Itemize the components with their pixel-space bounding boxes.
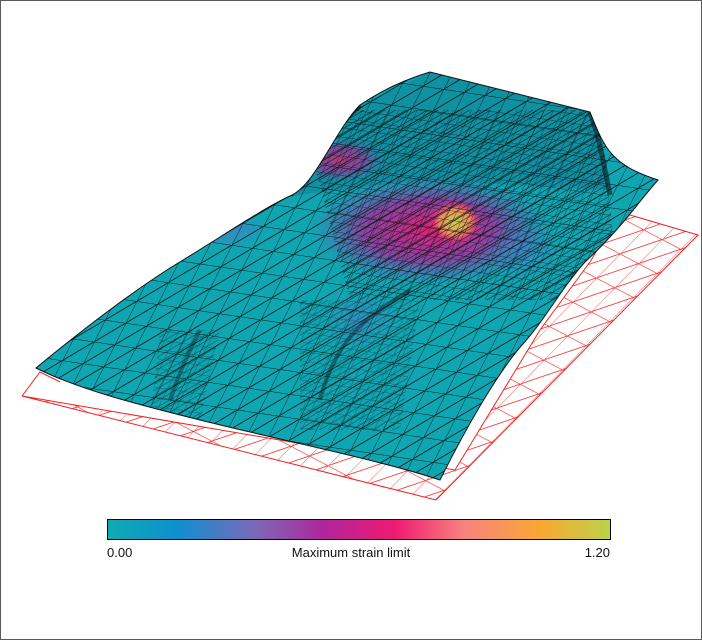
scale-max-label: 1.20: [584, 545, 610, 560]
scale-title: Maximum strain limit: [291, 545, 411, 560]
color-scale-bar: [107, 519, 611, 540]
scale-min-label: 0.00: [107, 545, 133, 560]
surface-outline: [35, 71, 659, 481]
